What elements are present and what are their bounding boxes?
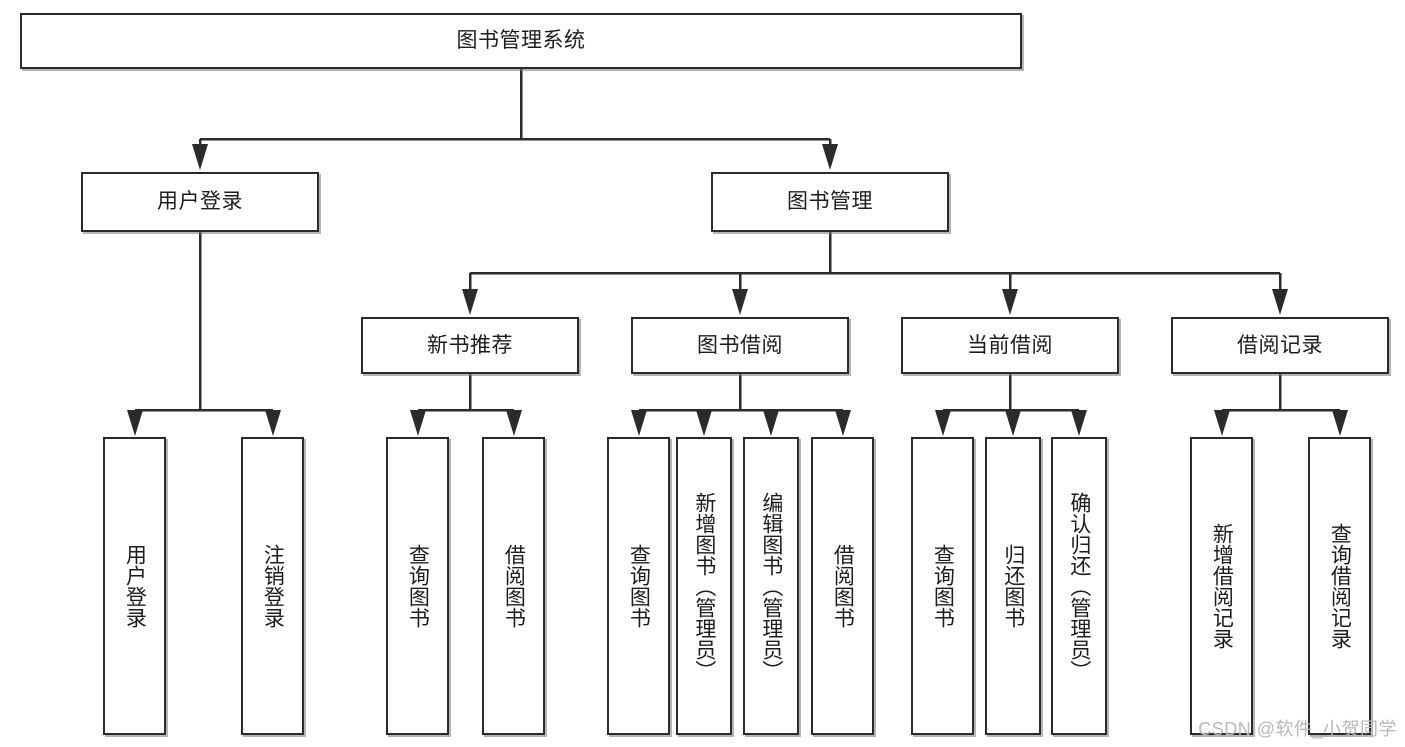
- node-label: 当前借阅: [967, 333, 1053, 357]
- node-leaf-record-query[interactable]: 查询借阅记录: [1308, 437, 1371, 735]
- node-leaf-record-add[interactable]: 新增借阅记录: [1190, 437, 1253, 735]
- node-label: 编辑图书（管理员）: [759, 491, 783, 681]
- node-leaf-rec-borrow[interactable]: 借阅图书: [482, 437, 545, 735]
- node-label: 归还图书: [1001, 544, 1025, 628]
- node-label: 图书借阅: [697, 333, 783, 357]
- node-book-manage[interactable]: 图书管理: [711, 172, 949, 232]
- node-label: 查询图书: [406, 544, 430, 628]
- node-label: 新增借阅记录: [1210, 523, 1234, 649]
- node-leaf-rec-query[interactable]: 查询图书: [386, 437, 449, 735]
- node-label: 借阅图书: [502, 544, 526, 628]
- node-borrow-record[interactable]: 借阅记录: [1171, 317, 1389, 374]
- node-leaf-borrow-add[interactable]: 新增图书（管理员）: [676, 437, 732, 735]
- watermark-label: CSDN @软件_小贺同学: [1198, 719, 1397, 739]
- node-label: 注销登录: [261, 544, 285, 628]
- node-leaf-user-login[interactable]: 用户登录: [103, 437, 166, 735]
- node-leaf-borrow-lend[interactable]: 借阅图书: [811, 437, 874, 735]
- node-label: 确认归还（管理员）: [1067, 491, 1091, 681]
- node-label: 用户登录: [157, 190, 243, 214]
- node-leaf-borrow-edit[interactable]: 编辑图书（管理员）: [743, 437, 799, 735]
- node-root[interactable]: 图书管理系统: [20, 13, 1022, 69]
- node-label: 图书管理: [787, 190, 873, 214]
- node-leaf-current-confirm[interactable]: 确认归还（管理员）: [1051, 437, 1107, 735]
- node-leaf-user-logout[interactable]: 注销登录: [241, 437, 304, 735]
- node-label: 新书推荐: [427, 333, 513, 357]
- node-label: 新增图书（管理员）: [692, 491, 716, 681]
- node-label: 借阅图书: [831, 544, 855, 628]
- node-user-login[interactable]: 用户登录: [81, 172, 319, 232]
- node-current-borrow[interactable]: 当前借阅: [901, 317, 1119, 374]
- node-leaf-current-return[interactable]: 归还图书: [985, 437, 1041, 735]
- node-new-book-rec[interactable]: 新书推荐: [361, 317, 579, 374]
- node-leaf-borrow-query[interactable]: 查询图书: [607, 437, 670, 735]
- node-label: 查询借阅记录: [1328, 523, 1352, 649]
- node-label: 查询图书: [627, 544, 651, 628]
- node-label: 用户登录: [123, 544, 147, 628]
- node-label: 图书管理系统: [456, 29, 586, 53]
- node-label: 借阅记录: [1237, 333, 1323, 357]
- node-book-borrow[interactable]: 图书借阅: [631, 317, 849, 374]
- node-label: 查询图书: [931, 544, 955, 628]
- node-leaf-current-query[interactable]: 查询图书: [911, 437, 974, 735]
